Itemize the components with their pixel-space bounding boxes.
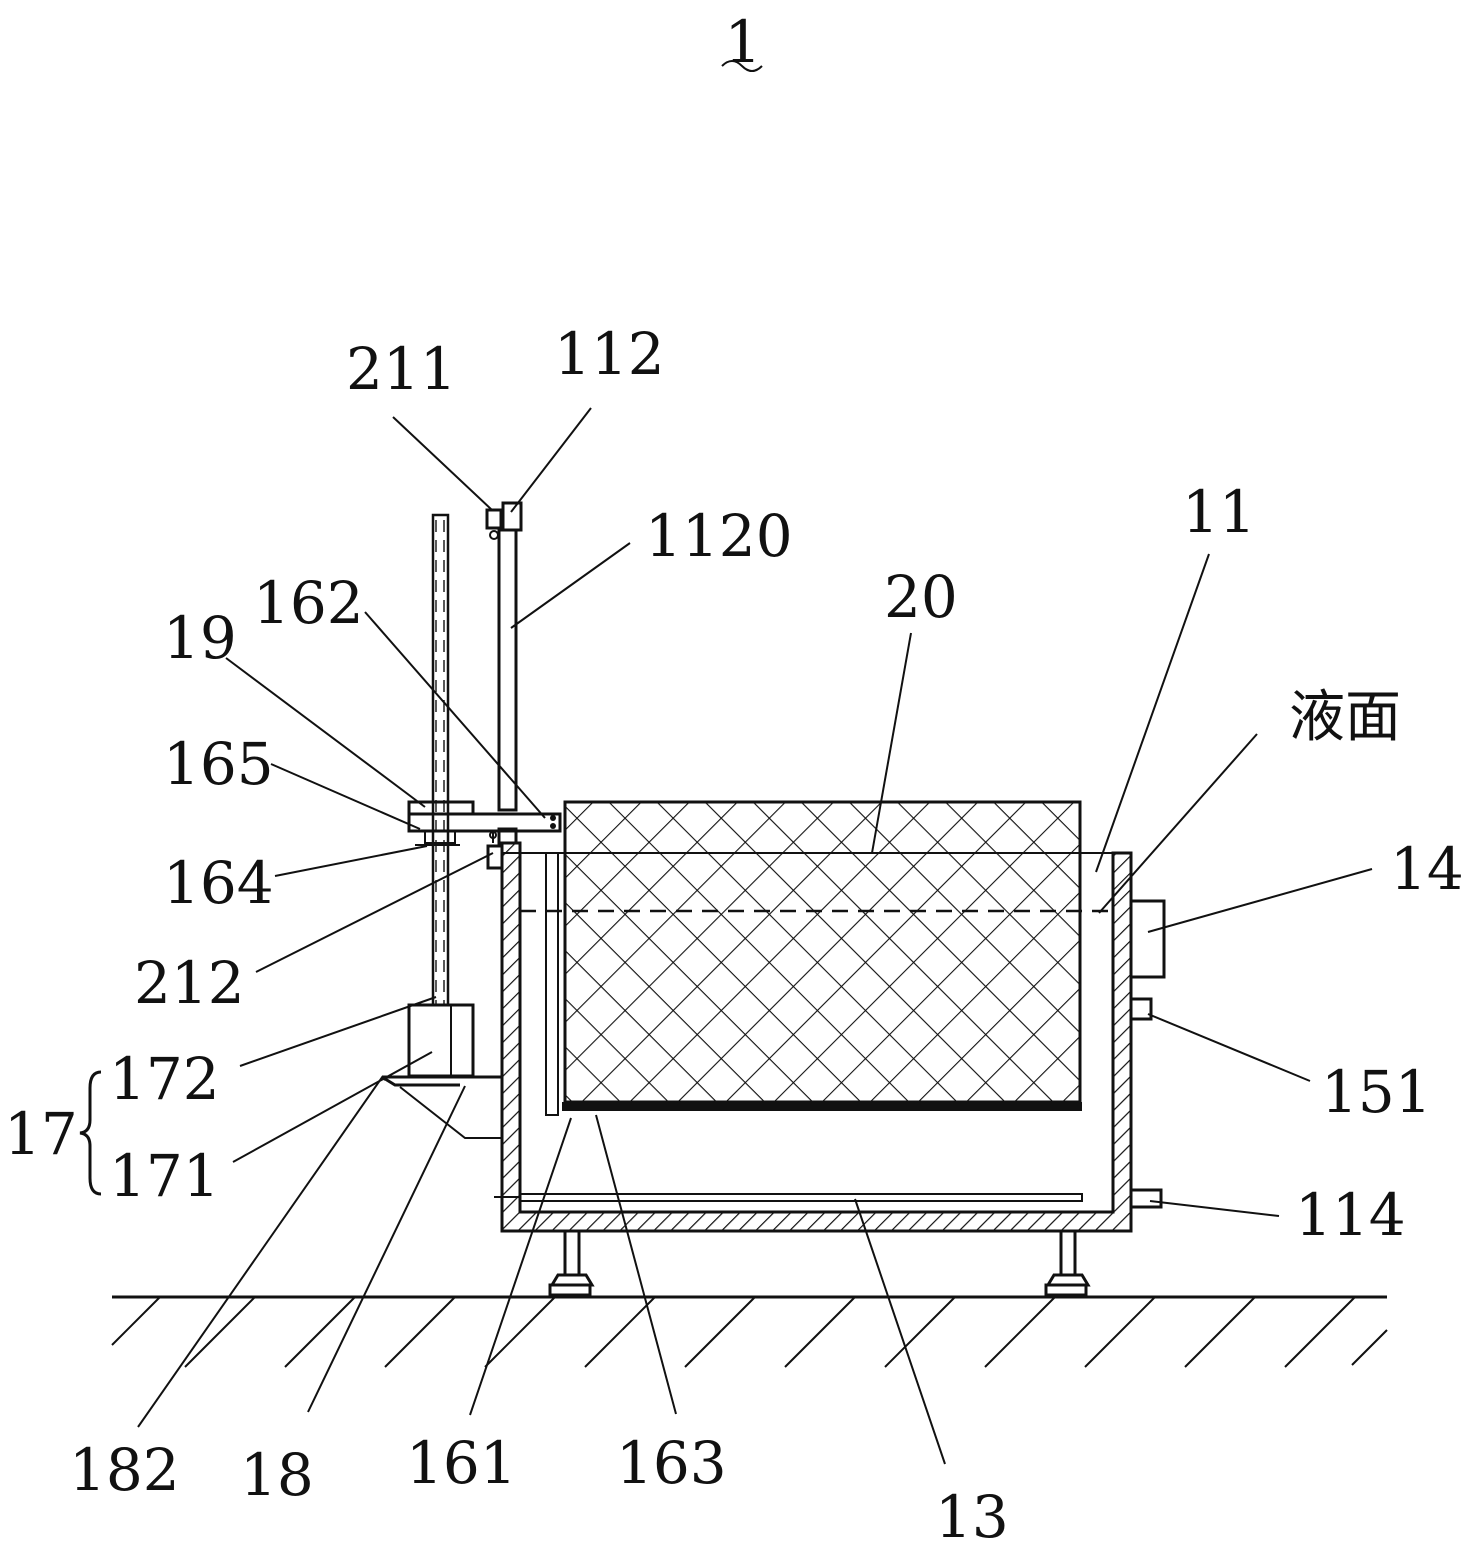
label-172: 172: [109, 1045, 220, 1113]
label-211: 211: [346, 335, 457, 403]
label-18: 18: [240, 1441, 314, 1509]
leader-lines: [137, 407, 1373, 1465]
figure-number-tilde: [721, 60, 763, 72]
sensor-211: [485, 508, 503, 530]
label-19: 19: [163, 604, 237, 672]
arm-162: [407, 800, 562, 846]
ground: [111, 1295, 1388, 1368]
component-151: [1129, 997, 1153, 1021]
basket-20: [545, 800, 1082, 1116]
figure-number: 1: [721, 8, 763, 76]
label-182: 182: [69, 1436, 180, 1504]
label-1120: 1120: [645, 502, 793, 570]
ground-hatching: [111, 1296, 1388, 1368]
motor-17: [381, 1003, 502, 1139]
label-165: 165: [163, 730, 274, 798]
label-161: 161: [406, 1429, 517, 1497]
figure-number-text: 1: [725, 8, 762, 76]
component-14: [1129, 899, 1166, 979]
bottom-pipe-13: [494, 1193, 1083, 1202]
label-171: 171: [109, 1142, 220, 1210]
tank-feet: [548, 1229, 1091, 1297]
support-182: [399, 1086, 502, 1139]
label-212: 212: [134, 949, 245, 1017]
label-163: 163: [616, 1429, 727, 1497]
label-13: 13: [935, 1483, 1009, 1547]
side-rod-161: [545, 852, 559, 1116]
label-151: 151: [1321, 1058, 1432, 1126]
bracket-112: [501, 501, 523, 532]
reference-labels: 211 112 1120 11 20 162 19 165 164 212 液面…: [4, 320, 1464, 1547]
label-14: 14: [1390, 835, 1464, 903]
basket-mesh: [563, 800, 1082, 1104]
label-164: 164: [163, 849, 274, 917]
post-1120: [485, 501, 523, 845]
label-114: 114: [1295, 1181, 1406, 1249]
label-112: 112: [554, 320, 665, 388]
label-17: 17: [4, 1100, 78, 1168]
bracket-18: [381, 1075, 502, 1087]
label-liquid-surface: 液面: [1289, 685, 1401, 750]
threaded-rod: [431, 513, 450, 1007]
basket-tray-163: [562, 1102, 1082, 1111]
label-11: 11: [1182, 478, 1256, 546]
sensor-212: [486, 844, 504, 870]
label-162: 162: [253, 569, 364, 637]
nut-164: [424, 830, 456, 844]
outlet-114: [1129, 1188, 1163, 1209]
label-20: 20: [884, 563, 958, 631]
label-17-brace: [79, 1070, 102, 1196]
